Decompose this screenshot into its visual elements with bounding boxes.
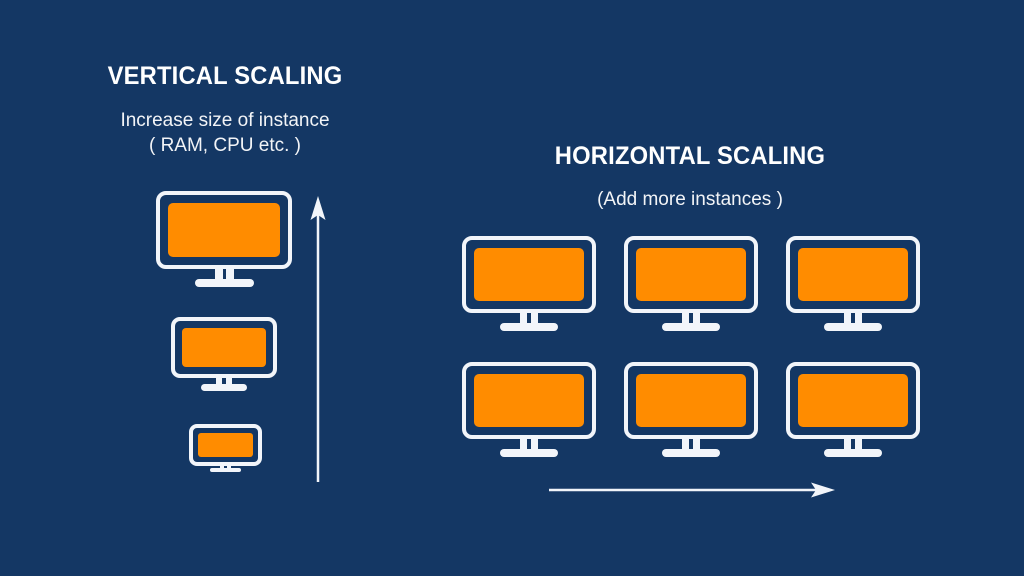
monitor-screen-icon bbox=[636, 248, 746, 301]
monitor-base-icon bbox=[210, 468, 241, 472]
arrow-head-icon bbox=[811, 482, 835, 498]
monitor-screen-icon bbox=[798, 248, 908, 301]
monitor-neck-icon bbox=[520, 437, 527, 450]
monitor-base-icon bbox=[195, 279, 254, 287]
monitor-instance-5 bbox=[624, 362, 758, 457]
monitor-bezel-icon bbox=[156, 191, 292, 269]
monitor-bezel-icon bbox=[171, 317, 277, 378]
monitor-screen-icon bbox=[168, 203, 280, 257]
monitor-neck-icon bbox=[226, 267, 234, 281]
vertical-scaling-title: VERTICAL SCALING bbox=[107, 62, 343, 90]
monitor-neck-icon bbox=[855, 311, 862, 324]
monitor-neck-icon bbox=[682, 437, 689, 450]
horizontal-growth-arrow bbox=[549, 478, 835, 502]
arrow-head-icon bbox=[310, 196, 326, 220]
monitor-instance-1 bbox=[462, 236, 596, 331]
monitor-base-icon bbox=[500, 449, 558, 457]
monitor-instance-6 bbox=[786, 362, 920, 457]
monitor-screen-icon bbox=[798, 374, 908, 427]
monitor-bezel-icon bbox=[624, 362, 758, 439]
monitor-base-icon bbox=[201, 384, 247, 391]
monitor-screen-icon bbox=[636, 374, 746, 427]
monitor-instance-4 bbox=[462, 362, 596, 457]
monitor-bezel-icon bbox=[786, 236, 920, 313]
horizontal-scaling-title: HORIZONTAL SCALING bbox=[554, 142, 826, 170]
monitor-bezel-icon bbox=[189, 424, 262, 466]
monitor-bezel-icon bbox=[462, 362, 596, 439]
monitor-neck-icon bbox=[531, 311, 538, 324]
monitor-neck-icon bbox=[693, 311, 700, 324]
monitor-small-instance bbox=[189, 424, 262, 472]
monitor-neck-icon bbox=[855, 437, 862, 450]
monitor-instance-3 bbox=[786, 236, 920, 331]
monitor-base-icon bbox=[824, 449, 882, 457]
monitor-screen-icon bbox=[474, 248, 584, 301]
monitor-instance-2 bbox=[624, 236, 758, 331]
monitor-neck-icon bbox=[215, 267, 223, 281]
monitor-neck-icon bbox=[531, 437, 538, 450]
monitor-large-instance bbox=[156, 191, 292, 287]
monitor-neck-icon bbox=[844, 437, 851, 450]
monitor-bezel-icon bbox=[624, 236, 758, 313]
monitor-base-icon bbox=[662, 323, 720, 331]
monitor-bezel-icon bbox=[786, 362, 920, 439]
monitor-base-icon bbox=[662, 449, 720, 457]
vertical-growth-arrow bbox=[305, 196, 331, 484]
monitor-neck-icon bbox=[220, 464, 224, 469]
monitor-screen-icon bbox=[474, 374, 584, 427]
monitor-base-icon bbox=[824, 323, 882, 331]
monitor-neck-icon bbox=[216, 376, 222, 386]
monitor-bezel-icon bbox=[462, 236, 596, 313]
monitor-neck-icon bbox=[520, 311, 527, 324]
monitor-neck-icon bbox=[226, 376, 232, 386]
monitor-neck-icon bbox=[844, 311, 851, 324]
monitor-base-icon bbox=[500, 323, 558, 331]
monitor-neck-icon bbox=[682, 311, 689, 324]
horizontal-scaling-subtitle: (Add more instances ) bbox=[597, 189, 783, 210]
monitor-neck-icon bbox=[227, 464, 231, 469]
monitor-neck-icon bbox=[693, 437, 700, 450]
monitor-screen-icon bbox=[182, 328, 266, 367]
monitor-screen-icon bbox=[198, 433, 253, 457]
monitor-medium-instance bbox=[171, 317, 277, 391]
vertical-scaling-subtitle: Increase size of instance ( RAM, CPU etc… bbox=[120, 110, 330, 156]
